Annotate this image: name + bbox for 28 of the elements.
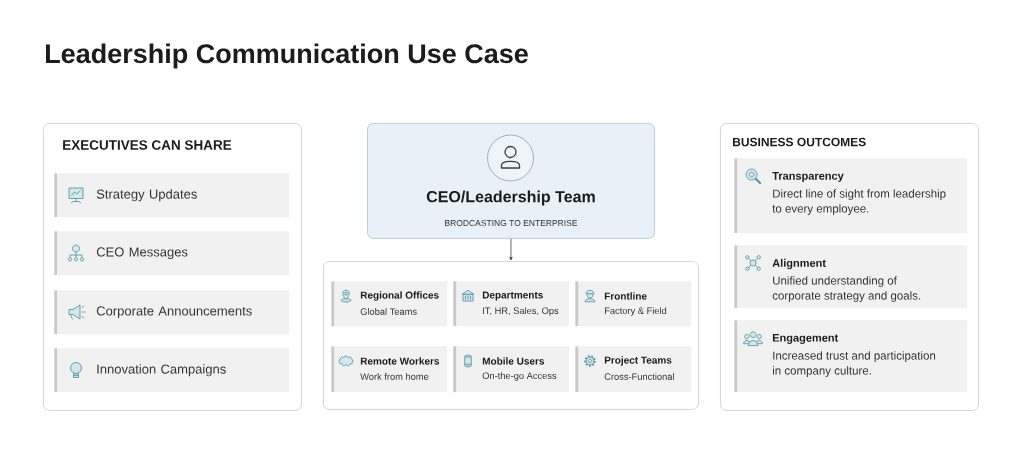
- card-subtitle: Global Teams: [360, 308, 417, 315]
- card-title: Project Teams: [604, 356, 672, 366]
- card-title: Alignment: [772, 258, 826, 270]
- card-text: Direct line of sight from leadership to every employee.: [772, 189, 946, 215]
- arrow: [509, 238, 513, 261]
- card-title: Engagement: [772, 334, 839, 344]
- card-subtitle: On-the-go Access: [482, 372, 557, 381]
- panel-heading: BUSINESS OUTCOMES: [733, 137, 866, 147]
- box-subtitle: BRODCASTING TO ENTERPRISE: [445, 220, 578, 226]
- title: Leadership Communication Use Case: [46, 43, 528, 69]
- card-subtitle: IT, HR, Sales, Ops: [483, 307, 559, 316]
- card-title: Regional Offices: [360, 291, 439, 301]
- card-title: Frontline: [604, 292, 647, 300]
- list-item: Innovation Campaigns: [54, 348, 290, 393]
- card-title: Transparency: [772, 172, 844, 182]
- panel-heading: EXECUTIVES CAN SHARE: [63, 140, 232, 150]
- list-item: Corporate Announcements: [54, 290, 290, 335]
- list-item: Strategy Updates: [54, 173, 290, 218]
- card-title: Remote Workers: [360, 357, 440, 365]
- card-title: Mobile Users: [482, 357, 545, 365]
- card-text: Increased trust and participation in company culture.: [773, 351, 936, 377]
- card-subtitle: Factory & Field: [605, 307, 667, 316]
- card-subtitle: Cross-Functional: [604, 373, 674, 380]
- list-item: CEO Messages: [54, 231, 290, 276]
- card-text: Unified understanding of corporate strategy and goals.: [772, 276, 921, 302]
- box-title: CEO/Leadership Team: [426, 190, 595, 206]
- card-subtitle: Work from home: [360, 373, 429, 380]
- card-title: Departments: [482, 291, 543, 301]
